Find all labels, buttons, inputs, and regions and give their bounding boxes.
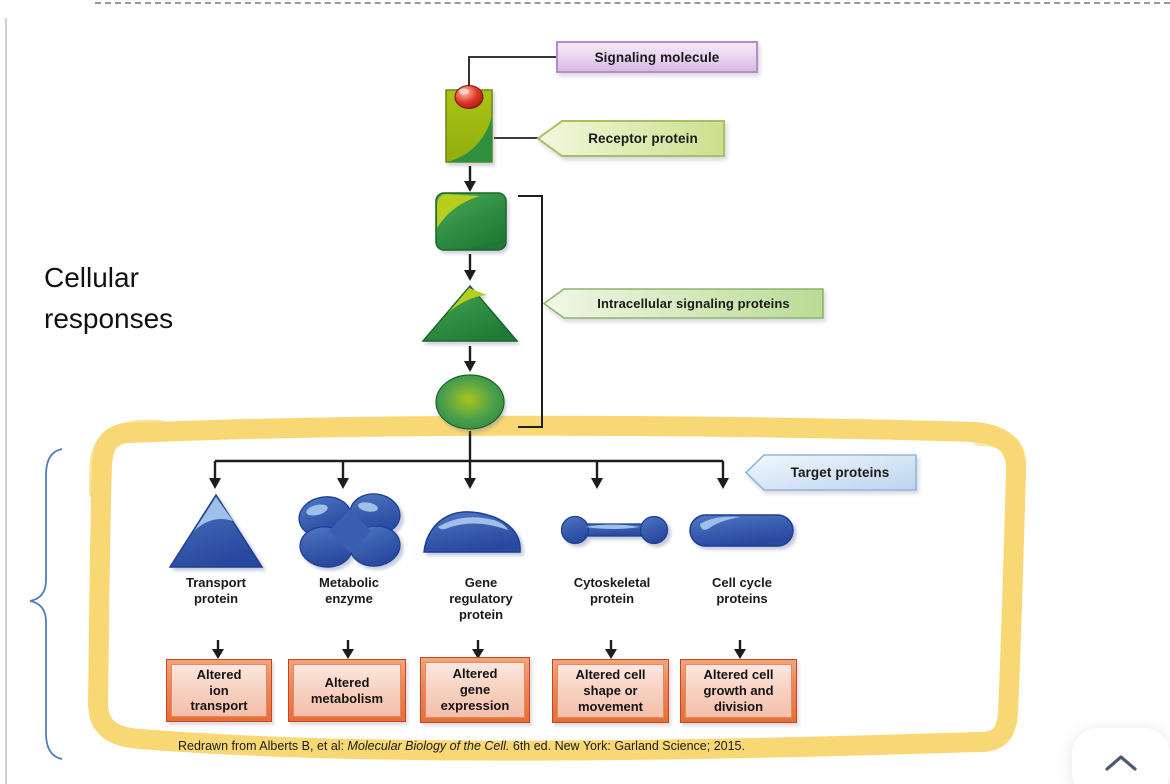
cell-cycle-proteins-label: Cell cycle proteins	[712, 575, 772, 606]
flow-arrows	[209, 166, 746, 659]
altered-gene-expression-box: Altered gene expression	[420, 657, 530, 723]
target-proteins-callout	[744, 454, 917, 491]
receptor-protein-callout	[536, 120, 725, 157]
cytoskeletal-protein-label: Cytoskeletal protein	[573, 575, 651, 606]
altered-ion-transport-box: Altered ion transport	[166, 659, 272, 722]
cellular-responses-annotation: Cellular responses	[44, 262, 174, 334]
chevron-up-icon	[1105, 755, 1137, 771]
citation-prefix: Redrawn from Alberts B, et al:	[178, 739, 348, 753]
signal-protein-square	[435, 192, 507, 251]
altered-metabolism-box: Altered metabolism	[288, 659, 406, 722]
signal-protein-triangle	[421, 284, 519, 342]
transport-protein-triangle-icon	[168, 493, 264, 568]
altered-cell-shape-text: Altered cell shape or movement	[557, 664, 664, 718]
figure-citation: Redrawn from Alberts B, et al: Molecular…	[178, 739, 745, 753]
altered-ion-transport-text: Altered ion transport	[171, 664, 267, 717]
gene-regulatory-dome-icon	[423, 511, 521, 553]
altered-cell-growth-box: Altered cell growth and division	[680, 659, 797, 723]
highlighter-outline	[88, 415, 1027, 761]
gene-regulatory-protein-label: Gene regulatory protein	[449, 575, 513, 622]
altered-cell-growth-text: Altered cell growth and division	[685, 664, 792, 718]
altered-gene-expression-text: Altered gene expression	[425, 662, 525, 718]
altered-cell-shape-box: Altered cell shape or movement	[552, 659, 669, 723]
metabolic-enzyme-label: Metabolic enzyme	[319, 575, 379, 606]
cell-cycle-capsule-icon	[689, 514, 794, 547]
altered-metabolism-text: Altered metabolism	[293, 664, 401, 717]
ball-highlight	[459, 88, 469, 95]
transport-protein-label: Transport protein	[186, 575, 246, 606]
citation-title: Molecular Biology of the Cell.	[347, 739, 510, 753]
signaling-molecule-shape	[454, 85, 484, 109]
citation-suffix: 6th ed. New York: Garland Science; 2015.	[509, 739, 745, 753]
metabolic-enzyme-cluster-icon	[298, 493, 401, 568]
cytoskeletal-dumbbell-icon	[560, 515, 669, 545]
signaling-molecule-label: Signaling molecule	[594, 49, 720, 65]
scroll-to-top-button[interactable]	[1072, 728, 1170, 784]
page-left-edge	[5, 18, 7, 784]
top-dashed-border	[95, 2, 1170, 4]
intracellular-signaling-proteins-label: Intracellular signaling proteins	[597, 296, 790, 311]
signaling-molecule-callout	[556, 41, 758, 73]
connector-lines	[468, 56, 557, 428]
signal-protein-oval	[435, 374, 505, 430]
annotation-brace	[29, 448, 63, 760]
receptor-protein-label: Receptor protein	[588, 131, 698, 146]
intracellular-callout	[542, 288, 824, 319]
target-proteins-label: Target proteins	[790, 465, 890, 480]
